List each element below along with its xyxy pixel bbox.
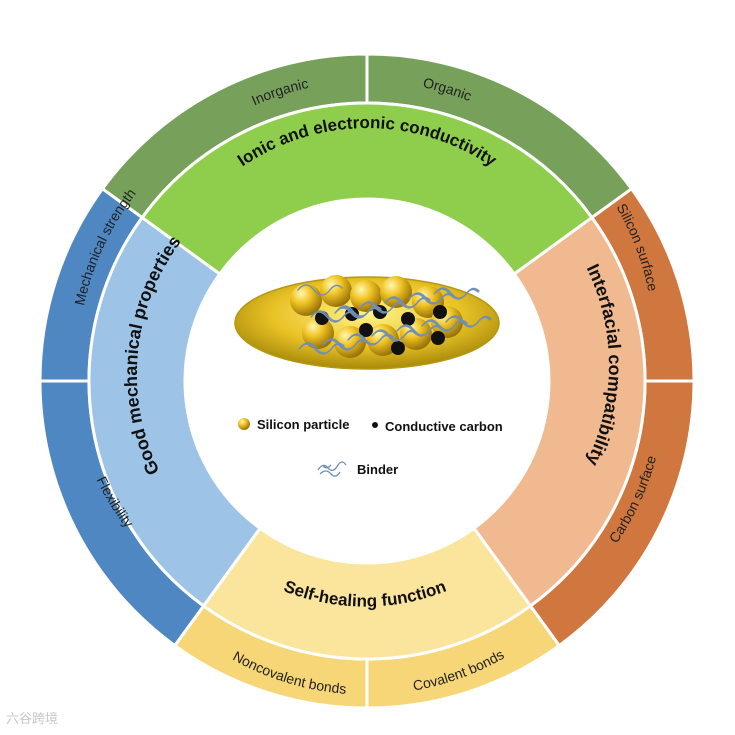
inner-segment-conductivity xyxy=(139,101,595,277)
silicon-particle-icon xyxy=(238,418,250,430)
watermark: 六谷跨境 xyxy=(6,712,59,727)
inner-segment-interfacial xyxy=(471,215,647,609)
carbon-particle xyxy=(391,341,405,355)
binder-strand xyxy=(299,342,345,354)
silicon-particle xyxy=(290,284,322,316)
legend: Silicon particle Conductive carbon Binde… xyxy=(238,417,503,477)
binder-strand xyxy=(446,315,492,327)
conductive-carbon-label: Conductive carbon xyxy=(385,419,503,434)
binder-strand xyxy=(422,319,468,331)
binder-strand xyxy=(311,310,357,322)
binder-strand xyxy=(372,329,418,341)
carbon-particle xyxy=(401,312,415,326)
carbon-particle xyxy=(359,323,373,337)
carbon-particle xyxy=(431,331,445,345)
binder-strand xyxy=(385,296,431,308)
inner-segment-self-healing xyxy=(201,526,533,661)
inner-segment-mechanical xyxy=(87,215,263,609)
binder-strand xyxy=(434,287,480,299)
conductive-carbon-icon xyxy=(372,422,378,428)
binder-strand xyxy=(297,284,343,296)
binder-strand xyxy=(323,338,369,350)
binder-strand xyxy=(397,324,443,336)
electrode-particle-illustration xyxy=(234,275,500,370)
binder-strand xyxy=(409,292,455,304)
binder-strand xyxy=(336,305,382,317)
silicon-particle xyxy=(320,275,352,307)
binder-strand xyxy=(360,301,406,313)
carbon-particle xyxy=(433,305,447,319)
binder-icon xyxy=(317,461,347,477)
binder-strand xyxy=(348,333,394,345)
silicon-particle-label: Silicon particle xyxy=(257,417,349,432)
binder-label: Binder xyxy=(357,462,398,477)
ring-segments xyxy=(38,52,696,710)
